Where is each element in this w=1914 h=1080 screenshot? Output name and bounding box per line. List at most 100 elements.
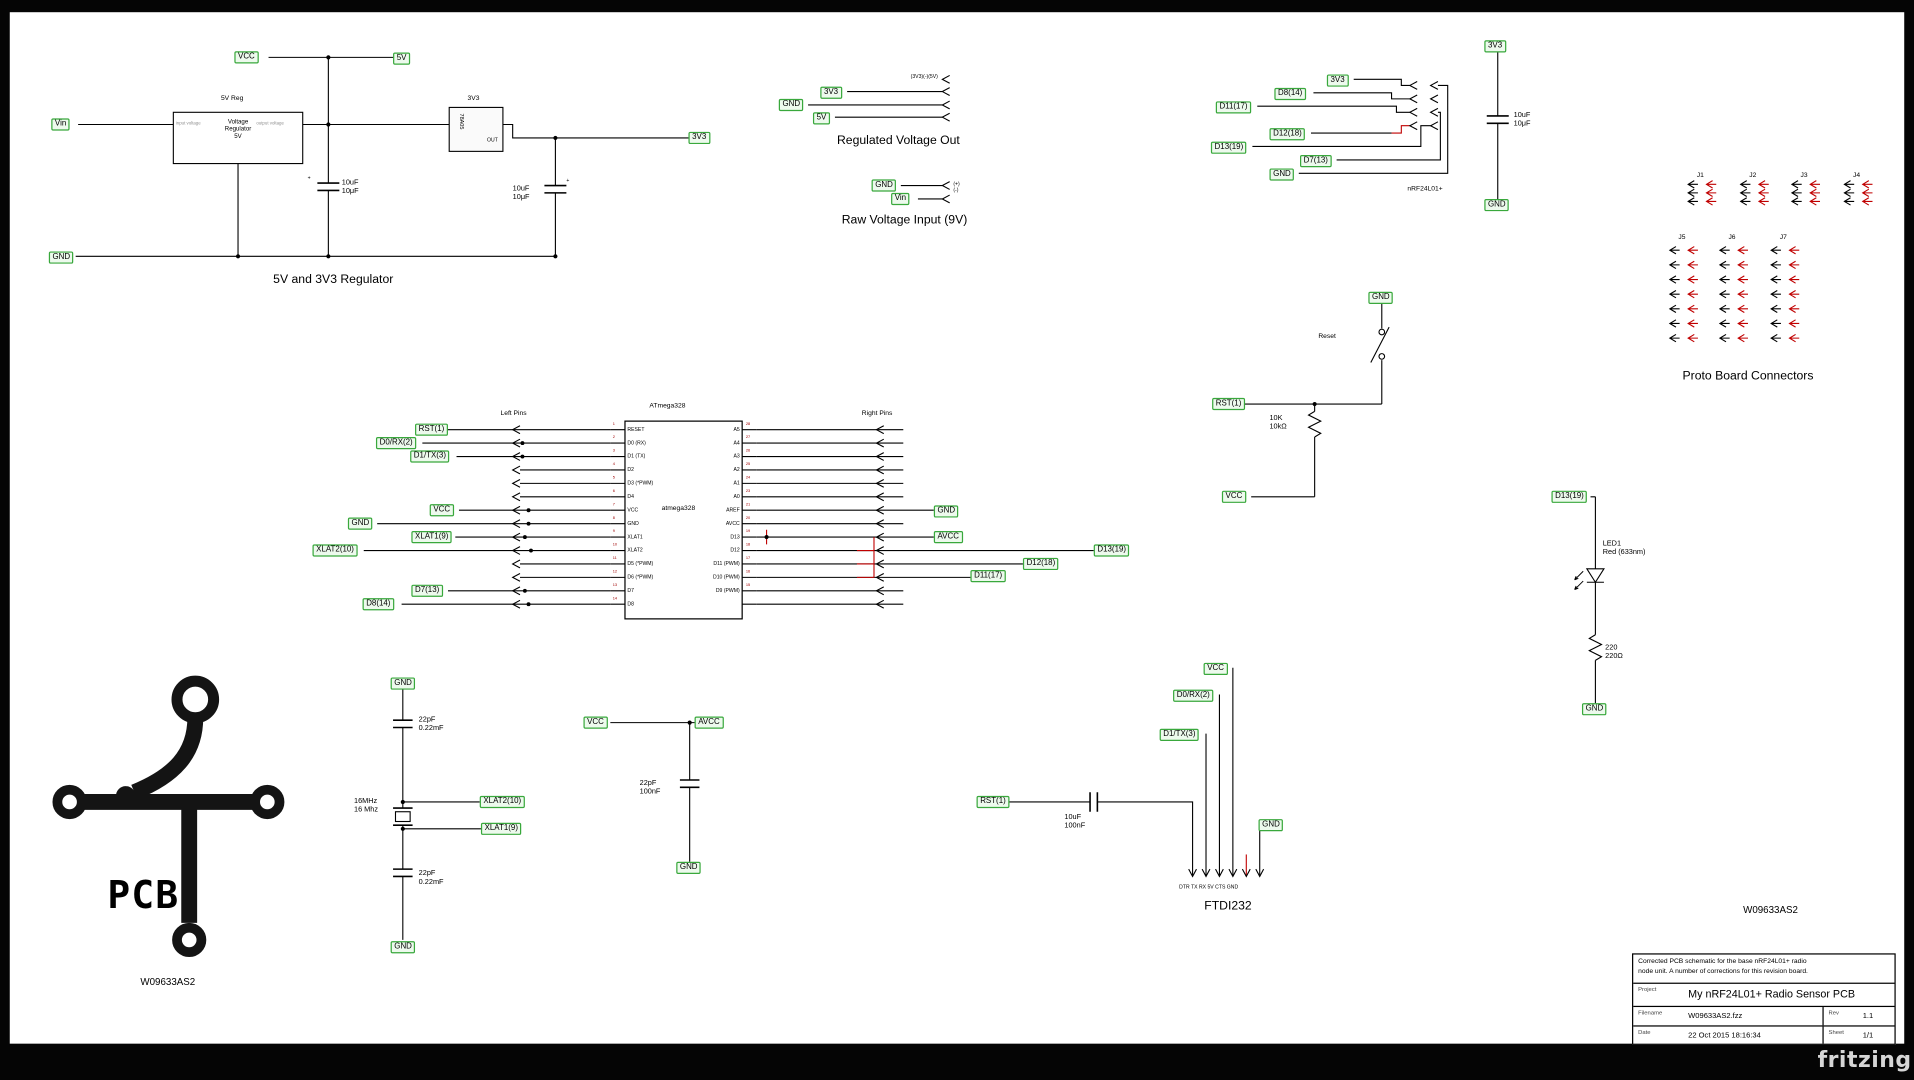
net-label-gnd[interactable]: GND (1269, 168, 1295, 181)
text-10k-10k: 10K 10kΩ (1269, 415, 1287, 431)
nrf24l01-circuit[interactable] (1252, 51, 1509, 199)
net-label-vcc[interactable]: VCC (1203, 662, 1228, 676)
ftdi232-circuit[interactable] (1009, 667, 1272, 877)
reset-circuit[interactable] (1242, 302, 1390, 498)
net-label-5v[interactable]: 5V (812, 112, 830, 125)
led-circuit[interactable] (1574, 496, 1605, 704)
text-22pf-0-22mf: 22pF 0.22mF (418, 716, 444, 733)
net-label-gnd[interactable]: GND (1258, 819, 1284, 832)
net-label-xlat1-9[interactable]: XLAT1(9) (411, 530, 453, 544)
text-3v3-5v: (3V3)(-)(5V) (910, 73, 938, 80)
net-label-d12-18[interactable]: D12(18) (1269, 128, 1306, 141)
net-label-vcc[interactable]: VCC (1221, 490, 1246, 503)
text-w09633as2: W09633AS2 (140, 976, 196, 988)
net-label-gnd[interactable]: GND (390, 677, 416, 690)
text-j1: J1 (1696, 172, 1704, 180)
net-label-gnd[interactable]: GND (1368, 291, 1394, 304)
text-j5: J5 (1678, 234, 1686, 242)
text-10uf-10-f: 10uF 10μF (512, 185, 530, 202)
text-reset: Reset (1318, 333, 1336, 341)
net-label-d0-rx-2[interactable]: D0/RX(2) (375, 436, 417, 450)
net-label-d12-18[interactable]: D12(18) (1022, 557, 1059, 571)
net-label-gnd[interactable]: GND (676, 861, 702, 874)
project-name: My nRF24L01+ Radio Sensor PCB (1688, 987, 1856, 1000)
proto-board-connectors[interactable] (1669, 180, 1874, 343)
text-j4: J4 (1852, 172, 1861, 180)
net-label-d13-19[interactable]: D13(19) (1551, 490, 1588, 503)
net-label-3v3[interactable]: 3V3 (688, 131, 710, 145)
net-label-gnd[interactable]: GND (933, 505, 959, 518)
net-label-gnd[interactable]: GND (347, 517, 373, 530)
net-label-gnd[interactable]: GND (390, 941, 416, 954)
crystal-circuit[interactable] (393, 688, 481, 940)
voltage-regulator-5v[interactable] (172, 111, 304, 165)
net-label-gnd[interactable]: GND (1581, 703, 1607, 716)
atmega328-circuit[interactable] (363, 420, 1094, 620)
avcc-cap-circuit[interactable] (610, 722, 700, 862)
net-label-5v[interactable]: 5V (393, 52, 411, 65)
net-label-vcc[interactable]: VCC (234, 51, 259, 64)
net-label-d7-13[interactable]: D7(13) (411, 584, 443, 597)
net-label-gnd[interactable]: GND (48, 251, 74, 264)
text-dtr-tx-rx-5v-cts-gnd: DTR TX RX 5V CTS GND (1179, 883, 1239, 890)
voltage-regulator-3v3[interactable] (448, 106, 504, 152)
text-atmega328: ATmega328 (649, 402, 686, 411)
net-label-avcc[interactable]: AVCC (694, 716, 724, 729)
net-label-xlat2-10[interactable]: XLAT2(10) (479, 795, 525, 809)
text-3v3: 3V3 (467, 95, 480, 103)
net-label-d8-14[interactable]: D8(14) (1274, 87, 1306, 101)
text-22pf-0-22mf: 22pF 0.22mF (418, 870, 444, 886)
text-10uf-100nf: 10uF 100nF (1064, 814, 1086, 830)
net-label-xlat2-10[interactable]: XLAT2(10) (312, 544, 358, 557)
net-label-3v3[interactable]: 3V3 (1484, 40, 1506, 53)
net-label-d1-tx-3[interactable]: D1/TX(3) (1159, 728, 1200, 741)
net-label-vcc[interactable]: VCC (583, 716, 608, 729)
net-label-vin[interactable]: Vin (51, 118, 70, 131)
net-label-vcc[interactable]: VCC (429, 504, 454, 517)
text-right-pins: Right Pins (861, 410, 893, 418)
net-label-d0-rx-2[interactable]: D0/RX(2) (1173, 689, 1214, 702)
net-label-avcc[interactable]: AVCC (933, 530, 963, 544)
text-w09633as2: W09633AS2 (1743, 904, 1798, 916)
schematic-canvas[interactable] (9, 12, 1905, 1044)
fritzing-logo: fritzing (1817, 1047, 1912, 1073)
net-label-gnd[interactable]: GND (778, 98, 804, 112)
rev-cell: Rev 1.1 (1822, 1007, 1894, 1026)
net-label-rst-1[interactable]: RST(1) (1212, 397, 1246, 411)
text-10uf-10-f: 10uF 10μF (341, 179, 359, 196)
net-label-rst-1[interactable]: RST(1) (976, 795, 1010, 809)
text-x: + (307, 174, 311, 181)
net-label-d7-13[interactable]: D7(13) (1300, 155, 1332, 168)
text-ftdi232: FTDI232 (1204, 899, 1252, 914)
text-proto-board-connectors: Proto Board Connectors (1682, 369, 1814, 384)
net-label-gnd[interactable]: GND (1484, 198, 1510, 212)
voltage-headers[interactable] (808, 74, 951, 204)
sheet-value: 1/1 (1862, 1031, 1874, 1041)
regulator-circuit[interactable] (75, 56, 689, 257)
atmega328-chip[interactable] (624, 420, 743, 620)
net-label-xlat1-9[interactable]: XLAT1(9) (480, 822, 522, 835)
rev-label: Rev (1828, 1010, 1839, 1017)
text-voltage-regulator-5v: Voltage Regulator 5V (224, 118, 252, 140)
filename-value: W09633AS2.fzz (1688, 1011, 1743, 1021)
net-label-rst-1[interactable]: RST(1) (415, 423, 448, 436)
text-78a05: 78A05 (458, 113, 466, 130)
net-label-d13-19[interactable]: D13(19) (1093, 544, 1130, 557)
net-label-d13-19[interactable]: D13(19) (1210, 141, 1247, 154)
net-label-d8-14[interactable]: D8(14) (362, 598, 395, 611)
net-label-3v3[interactable]: 3V3 (820, 86, 842, 99)
project-label: Project (1638, 987, 1657, 994)
net-label-gnd[interactable]: GND (871, 179, 897, 192)
description-line-2: node unit. A number of corrections for t… (1638, 967, 1808, 975)
text-out: OUT (487, 136, 498, 143)
junction-dots (235, 55, 1317, 831)
net-label-d1-tx-3[interactable]: D1/TX(3) (410, 450, 450, 463)
net-label-vin[interactable]: Vin (891, 192, 910, 206)
text-j7: J7 (1779, 234, 1787, 242)
title-block[interactable]: Corrected PCB schematic for the base nRF… (1632, 953, 1896, 1045)
net-label-d11-17[interactable]: D11(17) (970, 570, 1006, 583)
net-label-3v3[interactable]: 3V3 (1326, 74, 1349, 87)
text-pcb: PCB (107, 873, 180, 918)
net-label-d11-17[interactable]: D11(17) (1215, 101, 1252, 114)
